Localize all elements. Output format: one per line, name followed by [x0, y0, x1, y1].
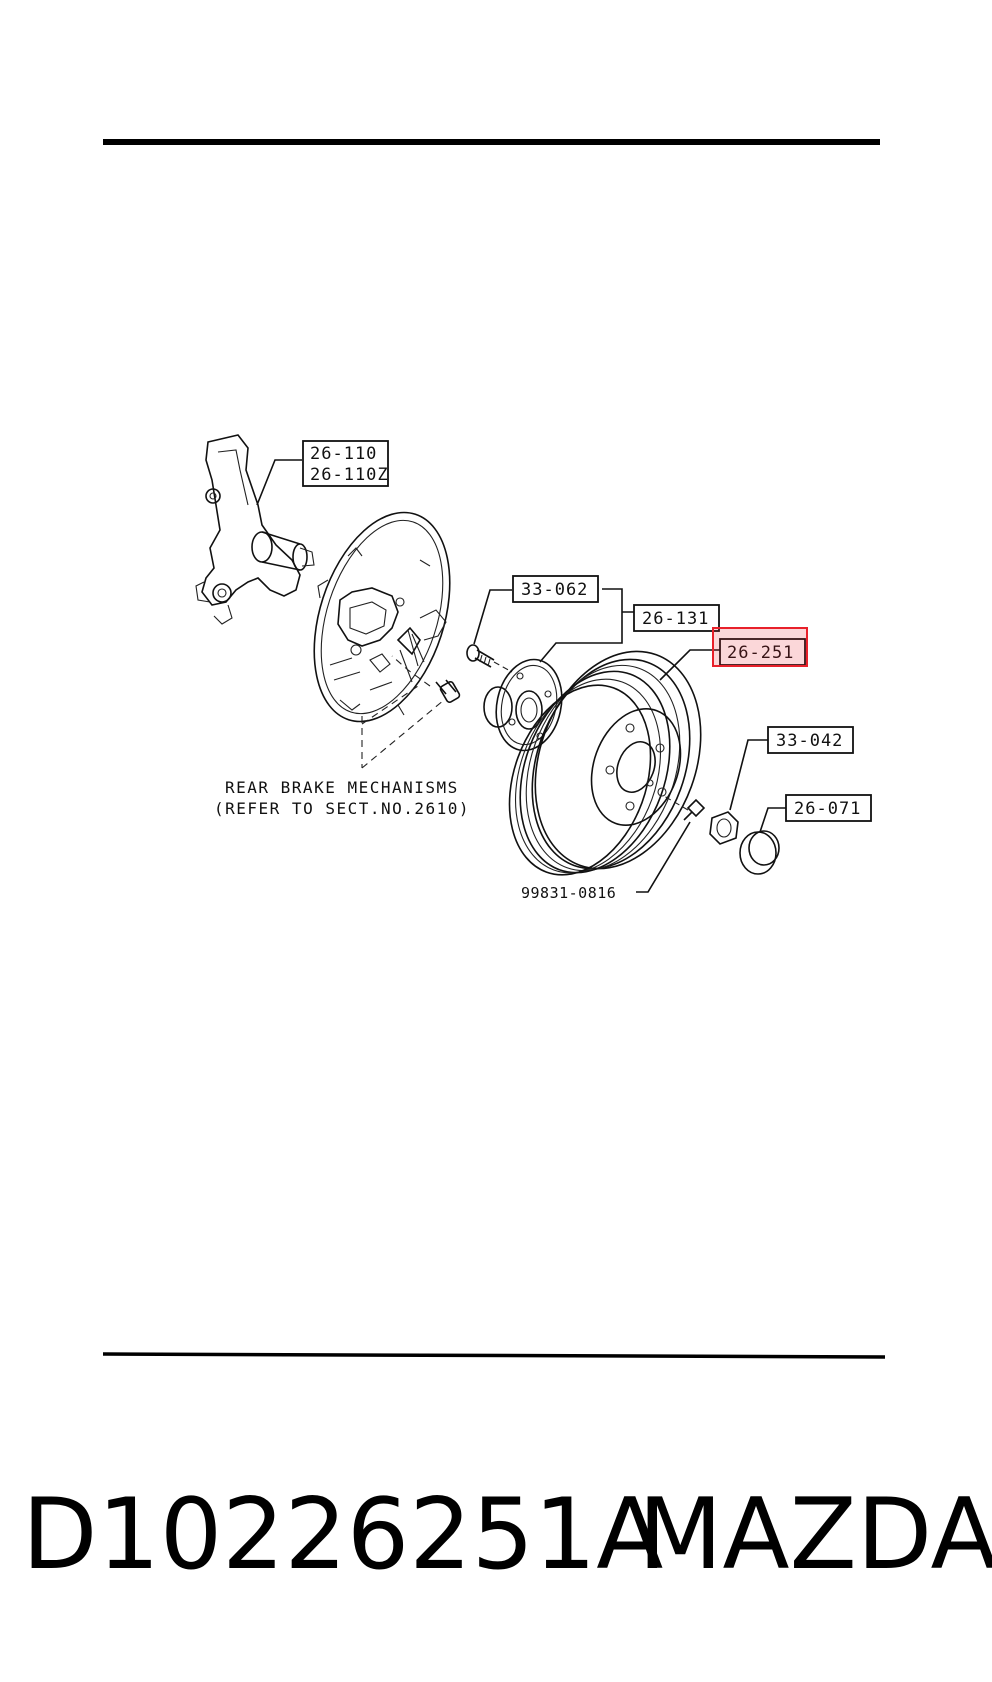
leader-screw [636, 821, 691, 893]
cap-drawing [739, 830, 780, 875]
leader-hub-bolt [473, 589, 512, 645]
leader-nut [729, 739, 768, 811]
hub-drawing [483, 658, 563, 752]
leader-cap [759, 807, 786, 833]
footer-part-number: D10226251A [22, 1478, 663, 1592]
label-box-26-251 [719, 638, 806, 666]
label-33-042: 33-042 [776, 731, 843, 751]
bottom-rule [102, 1352, 886, 1359]
leader-knuckle [256, 459, 302, 506]
screw-dash [663, 795, 689, 811]
brake-drum-drawing [508, 650, 702, 876]
footer-brand: MAZDA [638, 1478, 992, 1592]
label-box-33-042 [767, 726, 854, 754]
backing-plate-drawing [313, 511, 451, 723]
label-box-26-071 [785, 794, 872, 822]
label-99831-0816: 99831-0816 [521, 884, 616, 902]
label-26-110: 26-110 [310, 444, 377, 464]
label-box-26-131 [633, 604, 720, 632]
label-box-knuckle [302, 440, 389, 487]
note-line2: (REFER TO SECT.NO.2610) [214, 799, 470, 818]
leader-drum [659, 649, 720, 681]
label-26-110z: 26-110Z [310, 465, 389, 485]
nut-drawing [709, 811, 739, 845]
plate-dash-line [361, 685, 419, 725]
plate-dash-right [361, 699, 445, 769]
hub-bolt-drawing [466, 644, 495, 668]
highlight-box [712, 627, 808, 667]
leader-hub [539, 588, 634, 663]
label-26-131: 26-131 [642, 609, 709, 629]
knuckle-drawing [195, 434, 315, 625]
note-line1: REAR BRAKE MECHANISMS [225, 778, 459, 797]
label-26-251: 26-251 [727, 643, 794, 663]
bolt-dash-line [391, 655, 431, 687]
label-26-071: 26-071 [794, 799, 861, 819]
screw-drawing [683, 798, 706, 821]
hub-bolt-dash [493, 661, 513, 673]
label-33-062: 33-062 [521, 580, 588, 600]
label-box-33-062 [512, 575, 599, 603]
backing-plate-bolt-drawing [435, 679, 461, 703]
